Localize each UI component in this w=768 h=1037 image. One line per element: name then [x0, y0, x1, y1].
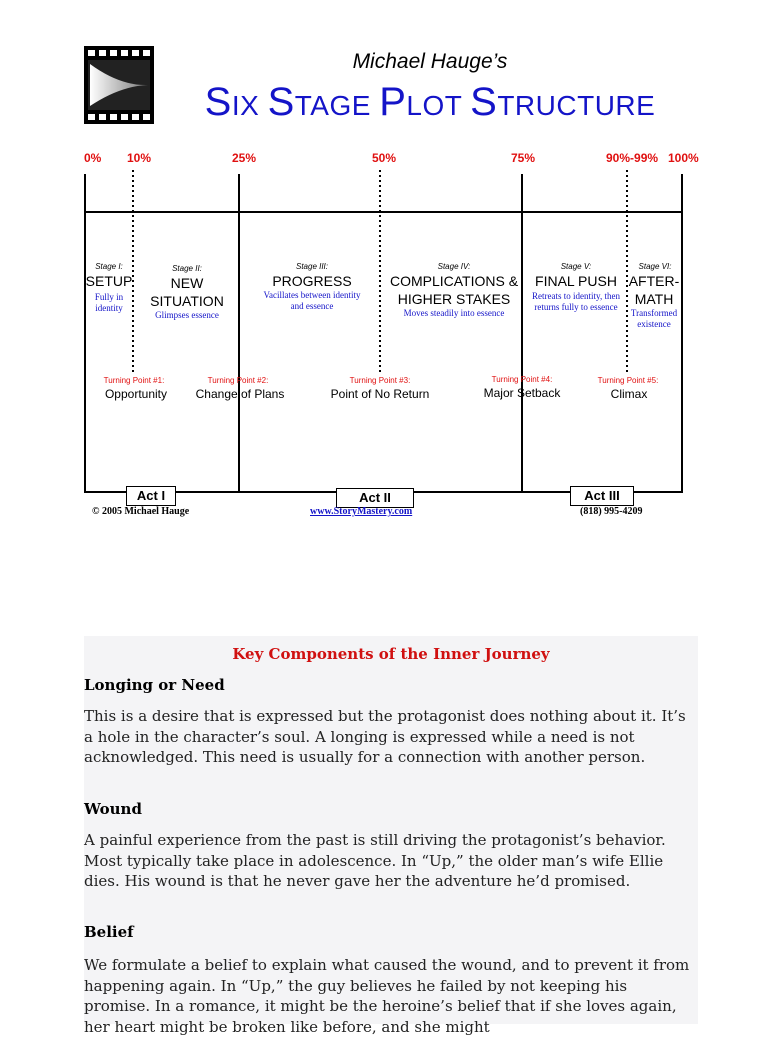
title-cap-3: P: [379, 80, 407, 124]
turning-point-1-label: Turning Point #1:: [103, 376, 165, 385]
stage-5-name: FINAL PUSH: [535, 273, 617, 289]
act-1-label: Act I: [126, 486, 176, 506]
stage-5-desc: Retreats to identity, then returns fully…: [532, 291, 620, 312]
title-rest-4: TRUCTURE: [497, 90, 656, 121]
pct-10: 10%: [127, 151, 152, 165]
phone-number: (818) 995-4209: [580, 506, 643, 517]
turning-point-1-name: Opportunity: [104, 387, 168, 401]
diagram-title: SIX STAGE PLOT STRUCTURE: [160, 80, 700, 125]
stage-1-desc: Fully in identity: [94, 292, 124, 313]
stage-4-name: COMPLICATIONS & HIGHER STAKES: [389, 273, 519, 307]
turning-point-2-name: Change of Plans: [195, 387, 285, 401]
inner-journey-heading: Key Components of the Inner Journey: [232, 645, 550, 663]
copyright-text: © 2005 Michael Hauge: [92, 506, 190, 517]
section-title-wound: Wound: [84, 800, 142, 818]
pct-90-99: 90%-99%: [606, 151, 659, 165]
stage-3-label: Stage III:: [295, 262, 329, 271]
turning-point-3-label: Turning Point #3:: [349, 376, 411, 385]
stage-2-desc: Glimpses essence: [155, 310, 219, 320]
pct-25: 25%: [232, 151, 257, 165]
title-cap-4: S: [470, 80, 498, 124]
diagram-frame: [84, 211, 683, 493]
section-body-belief: We formulate a belief to explain what ca…: [84, 956, 690, 1036]
stage-6-label: Stage VI:: [638, 262, 672, 271]
section-body-wound: A painful experience from the past is st…: [84, 831, 666, 891]
turning-point-3-name: Point of No Return: [330, 387, 430, 401]
turning-point-2-label: Turning Point #2:: [207, 376, 269, 385]
title-rest-3: LOT: [406, 90, 471, 121]
stage-2-name: NEW SITUATION: [150, 275, 224, 309]
film-strip-logo: [84, 46, 154, 124]
turning-point-4-label: Turning Point #4:: [491, 375, 553, 384]
title-rest-1: IX: [231, 90, 268, 121]
pct-50: 50%: [372, 151, 397, 165]
title-rest-2: TAGE: [294, 90, 380, 121]
stage-5-label: Stage V:: [560, 262, 592, 271]
title-cap-1: S: [204, 80, 232, 124]
stage-1-name: SETUP: [85, 273, 133, 289]
stage-6-name: AFTER-MATH: [628, 273, 680, 307]
pct-75: 75%: [511, 151, 536, 165]
pct-0: 0%: [84, 151, 102, 165]
inner-journey-panel: [84, 636, 698, 1024]
act-2-label: Act II: [336, 488, 414, 508]
stage-1-label: Stage I:: [95, 262, 123, 271]
turning-point-4-name: Major Setback: [483, 386, 561, 400]
stage-6-desc: Transformed existence: [630, 308, 678, 329]
stage-3-name: PROGRESS: [272, 273, 352, 289]
plot-structure-diagram: 0% 10% 25% 50% 75% 90%-99% 100% Stage I:…: [84, 151, 699, 517]
website-link[interactable]: www.StoryMastery.com: [310, 506, 413, 517]
section-title-belief: Belief: [84, 923, 134, 941]
pct-100: 100%: [668, 151, 699, 165]
stage-3-desc: Vacillates between identity and essence: [263, 290, 361, 311]
section-body-longing: This is a desire that is expressed but t…: [84, 707, 686, 767]
author-name: Michael Hauge’s: [352, 50, 508, 73]
act-3-label: Act III: [570, 486, 634, 506]
stage-2-label: Stage II:: [172, 264, 202, 273]
stage-4-label: Stage IV:: [437, 262, 471, 271]
title-cap-2: S: [267, 80, 295, 124]
section-title-longing: Longing or Need: [84, 676, 225, 694]
turning-point-5-label: Turning Point #5:: [597, 376, 659, 385]
stage-4-desc: Moves steadily into essence: [403, 308, 505, 318]
turning-point-5-name: Climax: [610, 387, 648, 401]
